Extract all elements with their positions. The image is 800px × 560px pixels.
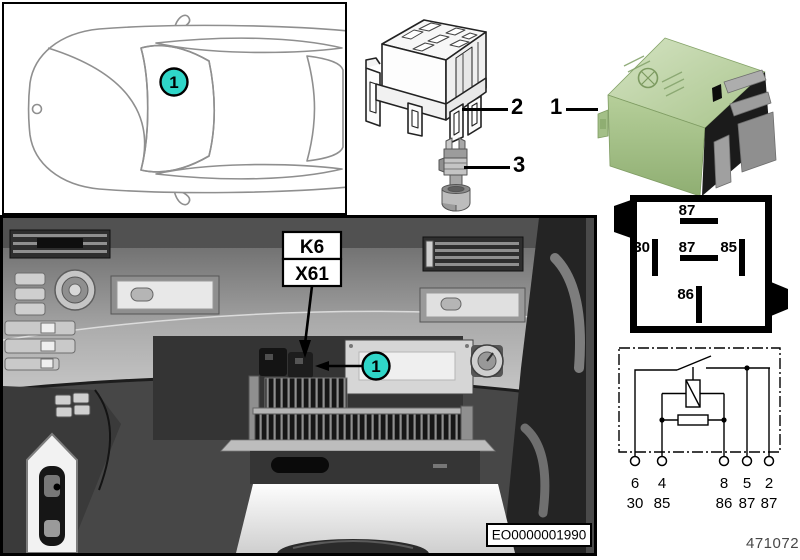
pin-label-87-top: 87 [679, 202, 696, 219]
schematic-resistor [677, 414, 709, 426]
bmw-roundel-icon [637, 67, 659, 89]
gauge-knob [470, 344, 504, 378]
pin-label-87-mid: 87 [679, 239, 696, 256]
car-rear-window [306, 55, 344, 162]
pin-label-30: 30 [633, 239, 650, 256]
glovebox-frame [250, 451, 480, 484]
leader-line-relay [566, 108, 598, 111]
lower-shelf [220, 439, 496, 452]
terminal-pin-illustration [438, 137, 471, 212]
car-location-panel: 1 [2, 2, 347, 215]
pin-label-85: 85 [720, 239, 737, 256]
dashboard-photo-panel: K6 X61 1 EO0000001990 [0, 215, 597, 556]
callout-label-relay: 1 [550, 94, 563, 119]
dashboard-illustration: K6 X61 1 EO0000001990 [3, 218, 594, 553]
pin-label-86: 86 [677, 286, 694, 303]
schematic-switch [676, 355, 712, 371]
car-side-window-top [155, 37, 343, 54]
pin-name-87a: 87 [739, 495, 756, 512]
callout-label-terminal: 3 [513, 152, 526, 177]
left-air-vent [9, 229, 111, 259]
relay-location [259, 348, 313, 378]
schematic-terminals [629, 455, 775, 467]
pin-diagram: 87 30 87 85 86 [614, 195, 788, 333]
terminal-number-4: 4 [658, 475, 666, 492]
car-hood-dot [31, 103, 43, 115]
car-side-window-bottom [155, 163, 343, 180]
leader-line-terminal [464, 166, 510, 169]
terminal-number-8: 8 [720, 475, 728, 492]
climate-control-knob [54, 269, 96, 311]
console-button-cluster [54, 392, 91, 418]
terminal-number-5: 5 [743, 475, 751, 492]
glovebox-opening [236, 484, 515, 553]
pin-name-30: 30 [627, 495, 644, 512]
window-switch-panel [26, 432, 78, 553]
connector-code-label: X61 [295, 264, 329, 285]
climate-buttons [14, 272, 46, 316]
right-air-vent [422, 236, 524, 272]
callout-badge-dash: 1 [315, 351, 391, 381]
image-code-box: EO0000001990 [486, 523, 592, 547]
pin-name-87b: 87 [761, 495, 778, 512]
relay-socket-illustration [365, 19, 487, 143]
relay-engraved-marks [623, 55, 685, 97]
pin-diagram-tab-left [614, 200, 631, 238]
schematic-housing-outline [618, 347, 781, 453]
callout-label-socket: 2 [511, 94, 524, 119]
callout-badge-car: 1 [159, 67, 189, 97]
terminal-number-6: 6 [631, 475, 639, 492]
car-top-view: 1 [27, 14, 345, 206]
pin-name-85: 85 [654, 495, 671, 512]
callout-badge-dash-label: 1 [371, 357, 380, 376]
pin-name-86: 86 [716, 495, 733, 512]
radio-buttons [4, 320, 76, 371]
callout-badge-car-label: 1 [169, 73, 178, 92]
transmission-tunnel [277, 539, 429, 553]
door-lower-handle [520, 423, 550, 518]
left-trim-strip [110, 275, 220, 315]
right-trim-strip [419, 287, 526, 323]
relay-photo [597, 37, 777, 197]
circuit-schematic: 6 4 8 5 2 30 85 86 87 87 [618, 347, 781, 512]
leader-line-socket [462, 108, 508, 111]
relay-code-label: K6 [300, 237, 324, 258]
door-grab-handle [550, 253, 585, 373]
terminal-number-2: 2 [765, 475, 773, 492]
component-label-box: K6 X61 [281, 230, 343, 358]
image-code-text: EO0000001990 [492, 528, 587, 543]
relay-pin-slot [712, 84, 722, 102]
pin-diagram-tab-right [771, 282, 788, 316]
doc-number: 471072 [746, 535, 800, 552]
